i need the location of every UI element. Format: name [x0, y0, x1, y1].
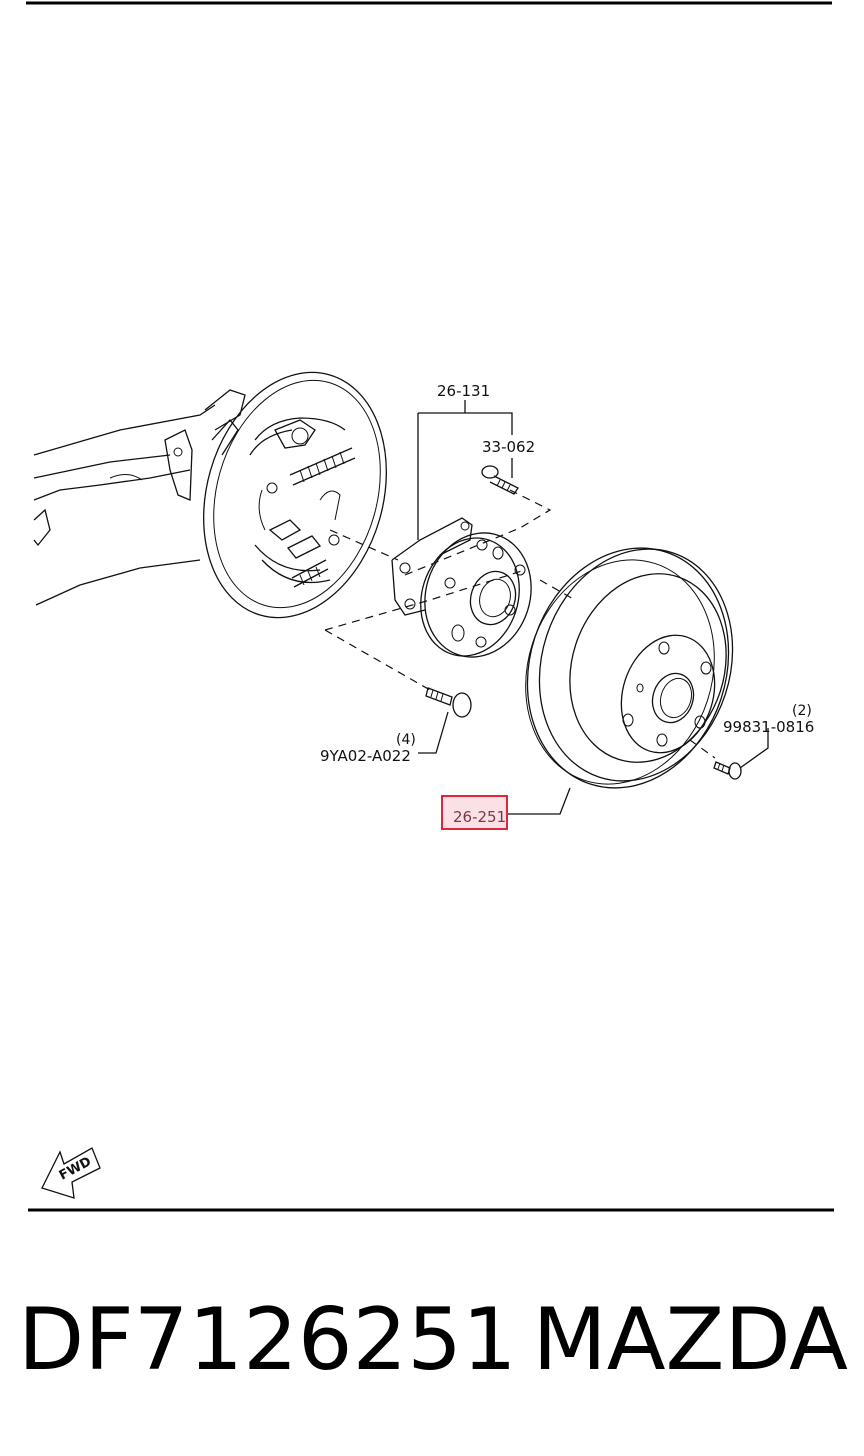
brake-drum	[525, 547, 734, 789]
axle-beam	[33, 389, 246, 606]
label-mount-bolt[interactable]: 9YA02-A022	[320, 747, 411, 765]
brand-name: MAZDA	[532, 1290, 849, 1390]
fwd-arrow-icon: FWD	[41, 1147, 101, 1199]
hub-assembly	[391, 517, 532, 658]
backing-plate	[203, 371, 387, 619]
label-mount-bolt-qty: (4)	[396, 732, 416, 748]
label-hub-bolt[interactable]: 33-062	[482, 438, 535, 456]
mount-bolt-drawing	[425, 687, 472, 718]
leader-lines	[417, 400, 769, 815]
drum-screw-drawing	[713, 761, 742, 780]
highlight-box-brake-drum	[441, 795, 508, 830]
label-drum-screw[interactable]: 99831-0816	[723, 718, 814, 736]
label-hub-assembly[interactable]: 26-131	[437, 382, 490, 400]
hub-bolt-drawing	[481, 465, 519, 495]
part-number: DF7126251	[18, 1290, 517, 1390]
label-drum-screw-qty: (2)	[792, 703, 812, 719]
alignment-lines	[324, 489, 716, 759]
label-brake-drum[interactable]: 26-251	[453, 808, 506, 826]
